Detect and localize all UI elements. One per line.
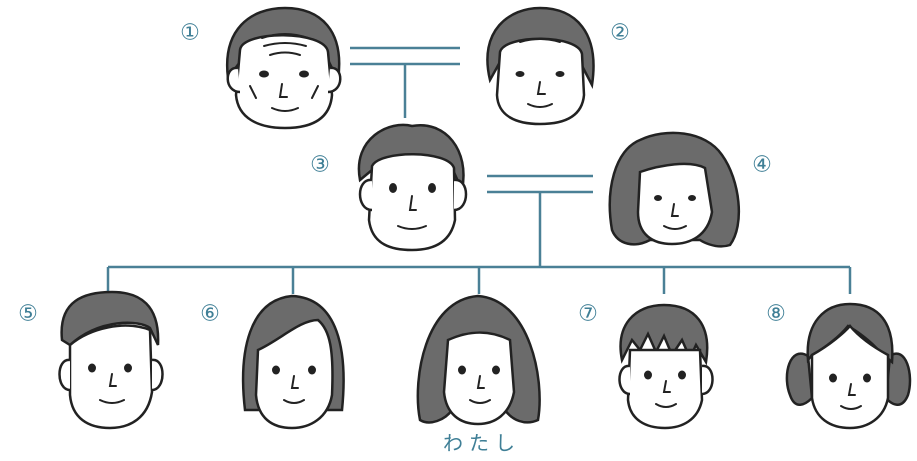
me-label: わたし <box>443 431 521 455</box>
member-7-younger-brother <box>618 303 714 430</box>
father-ear-left <box>358 178 373 212</box>
father-mouth <box>397 195 427 230</box>
younger-brother-hair <box>619 303 709 366</box>
grandfather-wrinkles <box>261 33 309 56</box>
member-3-father <box>357 123 468 252</box>
older-brother-hair <box>60 290 160 347</box>
member-me <box>416 294 541 426</box>
member-1-grandfather <box>225 6 342 130</box>
grandfather-mouth <box>249 83 319 112</box>
member-4-mother <box>608 131 741 248</box>
older-sister-eye-left <box>272 365 280 375</box>
grandfather-ear-right <box>327 66 342 94</box>
older-brother-ear-left <box>58 358 71 392</box>
younger-brother-eye-right <box>678 370 686 380</box>
younger-sister-mouth <box>840 383 862 410</box>
grandfather-ear-left <box>226 66 241 94</box>
member-8-younger-sister <box>785 302 912 430</box>
grandfather-face <box>234 34 334 130</box>
me-mouth <box>469 375 491 404</box>
member-4-number: ④ <box>752 153 772 178</box>
older-brother-eye-left <box>88 363 96 373</box>
younger-brother-mouth <box>655 380 677 408</box>
younger-sister-face <box>810 324 890 430</box>
younger-sister-eye-right <box>863 373 871 383</box>
older-brother-mouth <box>99 373 125 404</box>
mother-face <box>636 162 714 246</box>
mother-eye-right <box>688 195 696 201</box>
father-eye-left <box>389 183 397 193</box>
grandmother-wrinkles <box>519 38 561 43</box>
older-brother-ear-right <box>151 358 164 392</box>
member-1-number: ① <box>180 21 200 46</box>
grandfather-eye-right <box>299 70 309 78</box>
member-2-number: ② <box>610 21 630 46</box>
connector-lines <box>106 46 852 294</box>
older-sister-mouth <box>283 375 305 404</box>
grandmother-mouth <box>527 81 553 108</box>
member-5-number: ⑤ <box>18 302 38 327</box>
father-eye-right <box>428 183 436 193</box>
older-sister-face <box>254 318 334 430</box>
me-eye-left <box>458 365 466 375</box>
member-3-number: ③ <box>310 153 330 178</box>
member-2-grandmother <box>486 6 595 126</box>
younger-brother-ear-right <box>701 364 714 396</box>
older-brother-eye-right <box>124 363 132 373</box>
younger-brother-ear-left <box>618 364 631 396</box>
grandmother-eye-left <box>515 71 525 77</box>
mother-eye-left <box>654 195 662 201</box>
member-5-older-brother <box>58 290 164 430</box>
member-6-number: ⑥ <box>200 302 220 327</box>
me-eye-right <box>492 365 500 375</box>
younger-sister-eye-left <box>829 373 837 383</box>
mother-mouth <box>663 203 687 230</box>
younger-brother-eye-left <box>644 370 652 380</box>
younger-sister-pigtail-right <box>884 352 912 406</box>
grandfather-eye-left <box>259 70 269 78</box>
member-6-older-sister <box>241 294 345 430</box>
older-sister-eye-right <box>308 365 316 375</box>
younger-sister-pigtail-left <box>785 352 814 406</box>
member-7-number: ⑦ <box>578 302 598 327</box>
father-ear-right <box>453 178 468 212</box>
grandmother-eye-right <box>555 71 565 77</box>
member-8-number: ⑧ <box>766 302 786 327</box>
